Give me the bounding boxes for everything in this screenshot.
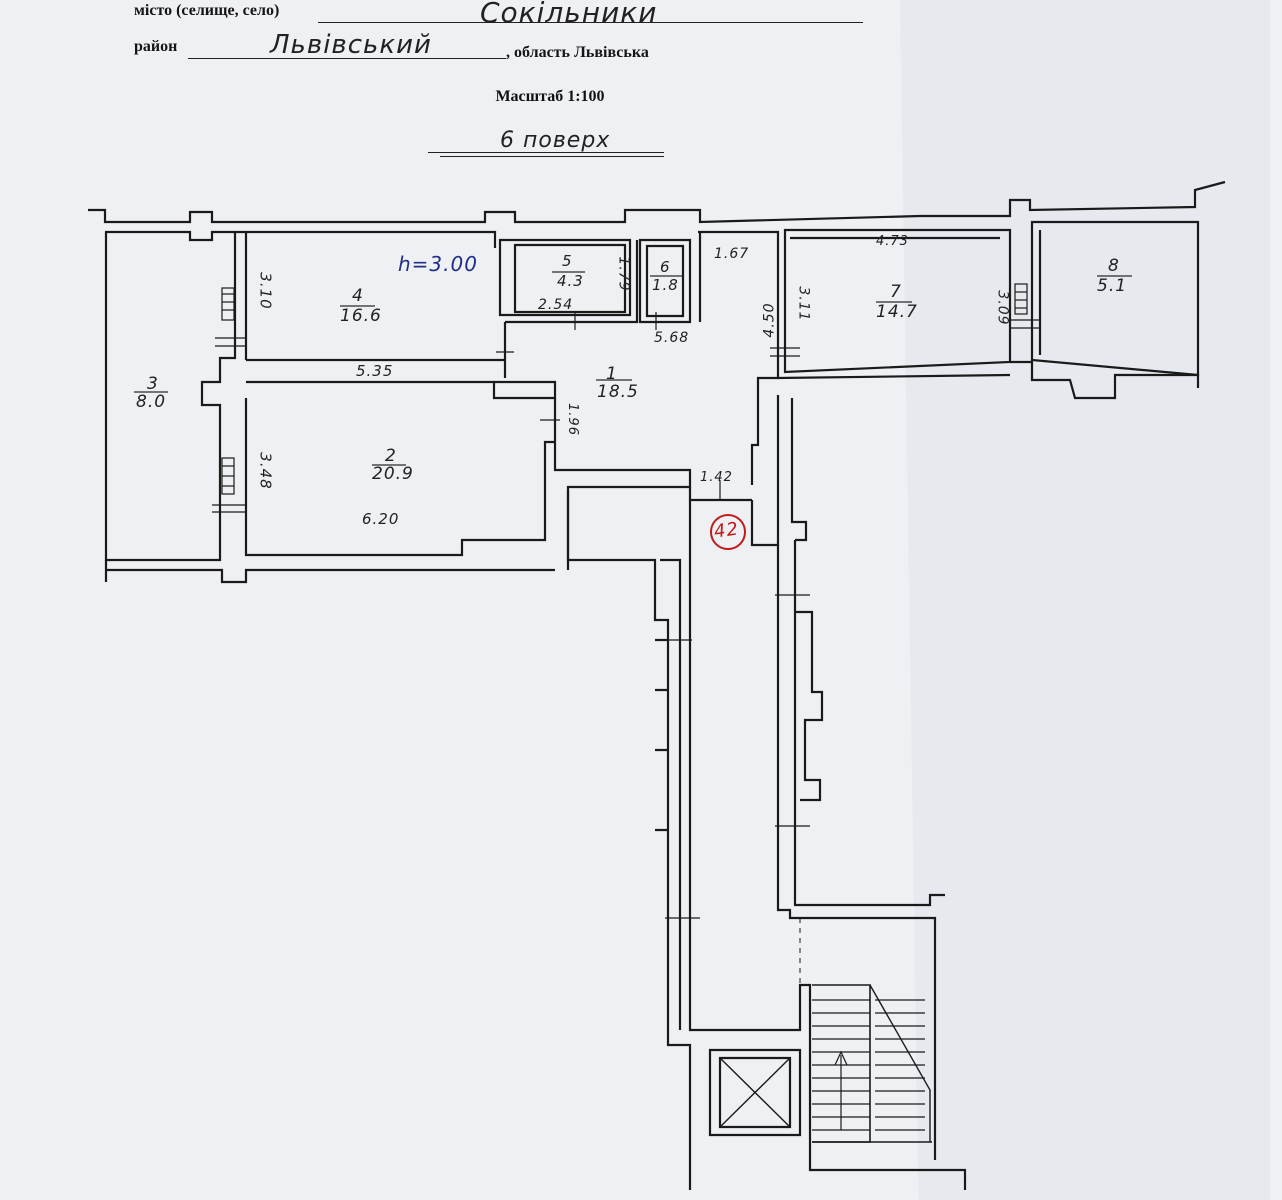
scale-label: Масштаб 1:100 bbox=[495, 88, 605, 105]
region-label: , область Львівська bbox=[506, 44, 649, 61]
room-5-area: 4.3 bbox=[557, 272, 584, 290]
dimension-1-42: 1.42 bbox=[700, 470, 733, 485]
floor-label: 6 поверх bbox=[500, 128, 611, 153]
room-1-area: 18.5 bbox=[597, 382, 639, 402]
room-7-number: 7 bbox=[890, 282, 902, 302]
dimension-2-54: 2.54 bbox=[538, 297, 574, 313]
dimension-4-73: 4.73 bbox=[876, 234, 909, 249]
dimension-3-09: 3.09 bbox=[994, 290, 1011, 326]
district-underline bbox=[188, 58, 506, 59]
room-3-area: 8.0 bbox=[136, 392, 167, 412]
room-3-number: 3 bbox=[147, 374, 159, 394]
dimension-3-10: 3.10 bbox=[256, 272, 275, 310]
room-2-number: 2 bbox=[385, 446, 397, 466]
room-2-area: 20.9 bbox=[372, 464, 414, 484]
stair-treads bbox=[812, 999, 925, 1131]
door-markers bbox=[212, 312, 1040, 919]
city-value: Сокільники bbox=[480, 0, 658, 29]
dimension-5-68: 5.68 bbox=[654, 330, 690, 346]
district-value: Львівський bbox=[270, 30, 432, 60]
city-underline bbox=[318, 22, 863, 23]
dimension-1-96: 1.96 bbox=[564, 403, 580, 436]
folded-page-edge bbox=[900, 0, 1270, 1200]
room-1-number: 1 bbox=[606, 364, 618, 384]
apartment-number: 42 bbox=[712, 518, 741, 543]
room-8-number: 8 bbox=[1108, 256, 1120, 276]
window-hatches bbox=[221, 283, 1028, 495]
dimension-1-67: 1.67 bbox=[714, 246, 750, 262]
dimension-1-79: 1.79 bbox=[615, 256, 632, 292]
room-8-area: 5.1 bbox=[1097, 276, 1128, 296]
ceiling-height: h=3.00 bbox=[398, 252, 478, 276]
room-7-area: 14.7 bbox=[876, 302, 918, 322]
dimension-3-11: 3.11 bbox=[795, 286, 812, 322]
plan-walls bbox=[88, 180, 1226, 1190]
room-5-number: 5 bbox=[562, 252, 573, 270]
room-4-area: 16.6 bbox=[340, 306, 382, 326]
room-6-number: 6 bbox=[660, 258, 671, 276]
fraction-bars bbox=[134, 271, 1132, 466]
dimension-4-50: 4.50 bbox=[761, 302, 778, 338]
room-4-number: 4 bbox=[352, 286, 364, 306]
city-label: місто (селище, село) bbox=[134, 2, 280, 19]
dimension-3-48: 3.48 bbox=[256, 452, 275, 490]
dimension-5-35: 5.35 bbox=[356, 362, 394, 380]
dimension-6-20: 6.20 bbox=[362, 510, 400, 528]
floor-underline bbox=[428, 152, 664, 153]
apartment-number-stamp bbox=[710, 514, 746, 550]
district-label: район bbox=[134, 38, 178, 55]
floor-underline-2 bbox=[440, 156, 664, 157]
room-6-area: 1.8 bbox=[652, 276, 679, 294]
